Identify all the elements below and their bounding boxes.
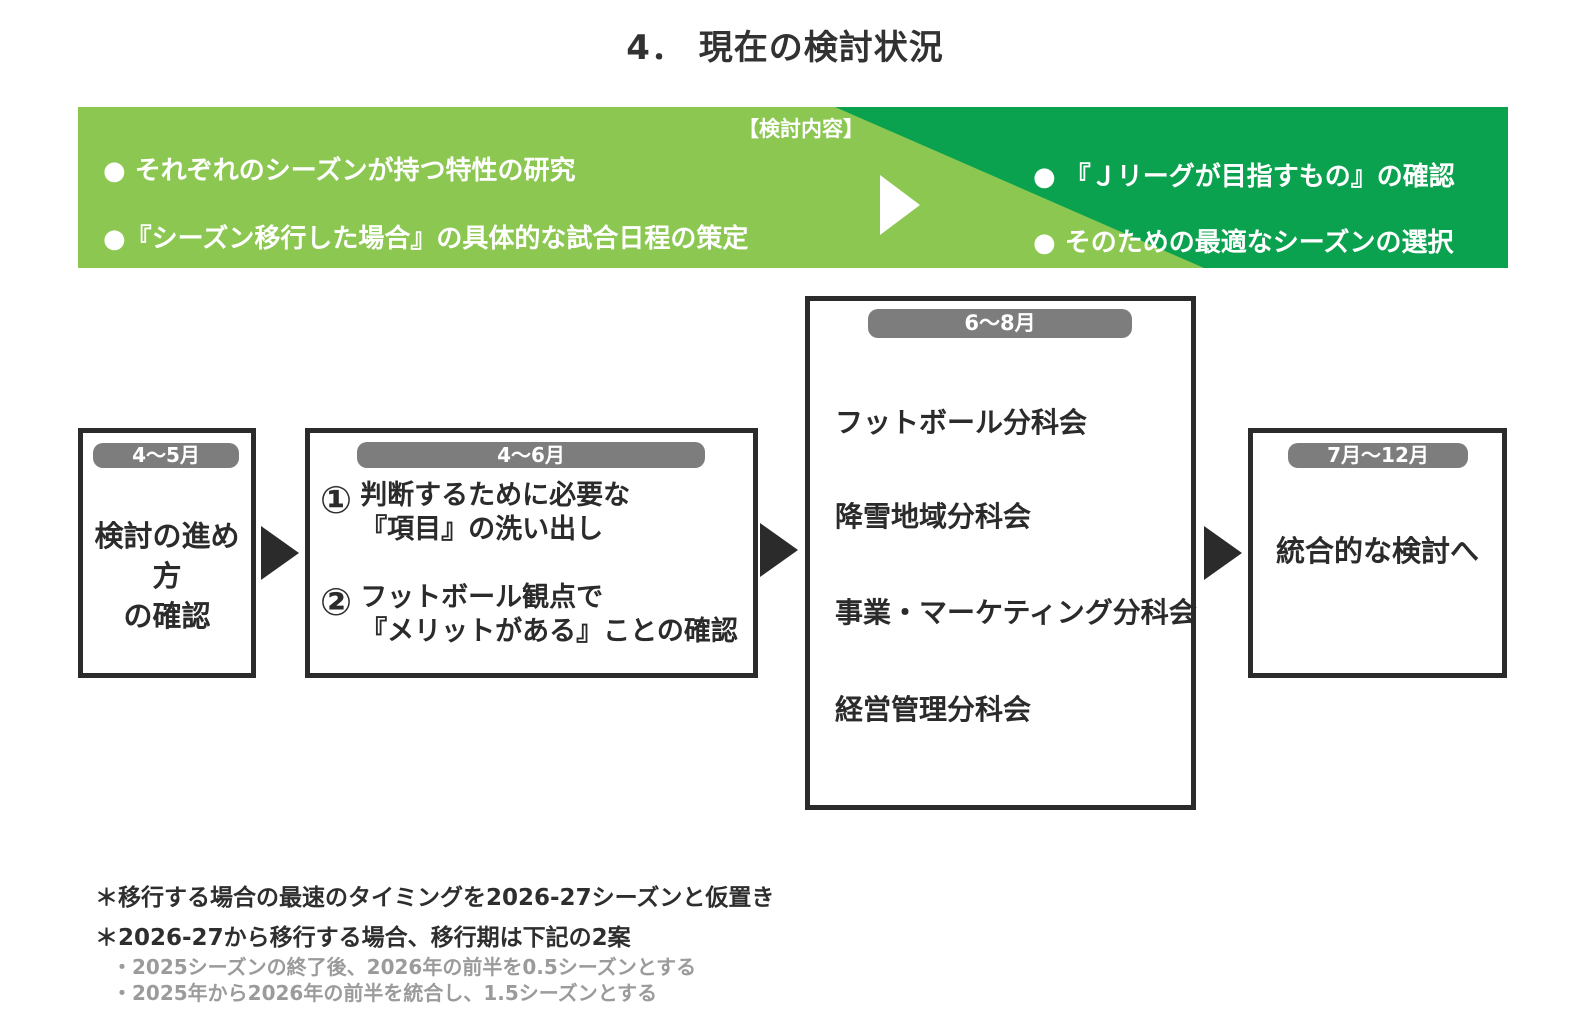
flow-arrow-icon <box>1204 526 1242 580</box>
text-line: 『項目』の洗い出し <box>360 514 604 545</box>
banner-left-item: ●『シーズン移行した場合』の具体的な試合日程の策定 <box>103 224 749 254</box>
text-line: 判断するために必要な <box>360 480 631 511</box>
subcommittee-item: フットボール分科会 <box>835 406 1088 439</box>
flow-box-subcommittees: 6〜8月 フットボール分科会 降雪地域分科会 事業・マーケティング分科会 経営管… <box>805 296 1197 810</box>
footnote: ＊移行する場合の最速のタイミングを2026-27シーズンと仮置き <box>95 885 775 911</box>
numbered-item: ① 判断するために必要な 『項目』の洗い出し <box>320 479 630 547</box>
flow-box-judgement-items: 4〜6月 ① 判断するために必要な 『項目』の洗い出し ② フットボール観点で … <box>305 428 758 678</box>
subcommittee-item: 経営管理分科会 <box>835 693 1032 726</box>
sub-footnote: ・2025年から2026年の前半を統合し、1.5シーズンとする <box>112 981 658 1005</box>
page-title: 4． 現在の検討状況 <box>626 28 944 68</box>
period-badge: 4〜6月 <box>357 442 705 468</box>
text-line: フットボール観点で <box>360 582 604 613</box>
period-badge: 6〜8月 <box>868 309 1132 338</box>
text-line: 検討の進め方 <box>94 519 240 593</box>
review-content-banner: 【検討内容】 ● それぞれのシーズンが持つ特性の研究 ●『シーズン移行した場合』… <box>78 107 1508 268</box>
period-badge: 4〜5月 <box>93 443 239 468</box>
flow-box-text: 検討の進め方 の確認 <box>83 516 251 636</box>
banner-left-item: ● それぞれのシーズンが持つ特性の研究 <box>103 156 576 186</box>
circled-number-icon: ① <box>320 478 353 522</box>
circled-number-icon: ② <box>320 580 353 624</box>
sub-footnote: ・2025シーズンの終了後、2026年の前半を0.5シーズンとする <box>112 955 697 979</box>
subcommittee-item: 降雪地域分科会 <box>835 500 1032 533</box>
flow-box-confirm-approach: 4〜5月 検討の進め方 の確認 <box>78 428 256 678</box>
footnote: ＊2026-27から移行する場合、移行期は下記の2案 <box>95 925 631 951</box>
flow-arrow-icon <box>760 523 798 577</box>
right-arrow-icon <box>880 175 920 235</box>
flow-arrow-icon <box>261 526 299 580</box>
text-line: の確認 <box>123 599 211 633</box>
banner-right-item: ● そのための最適なシーズンの選択 <box>1033 228 1454 258</box>
subcommittee-item: 事業・マーケティング分科会 <box>835 596 1197 629</box>
flow-box-integrated-review: 7月〜12月 統合的な検討へ <box>1248 428 1507 678</box>
banner-right-item: ● 『Ｊリーグが目指すもの』の確認 <box>1033 162 1455 192</box>
text-line: 『メリットがある』ことの確認 <box>360 616 738 647</box>
numbered-item: ② フットボール観点で 『メリットがある』ことの確認 <box>320 581 738 649</box>
period-badge: 7月〜12月 <box>1288 443 1468 468</box>
flow-box-text: 統合的な検討へ <box>1275 534 1479 568</box>
banner-label: 【検討内容】 <box>738 117 864 141</box>
